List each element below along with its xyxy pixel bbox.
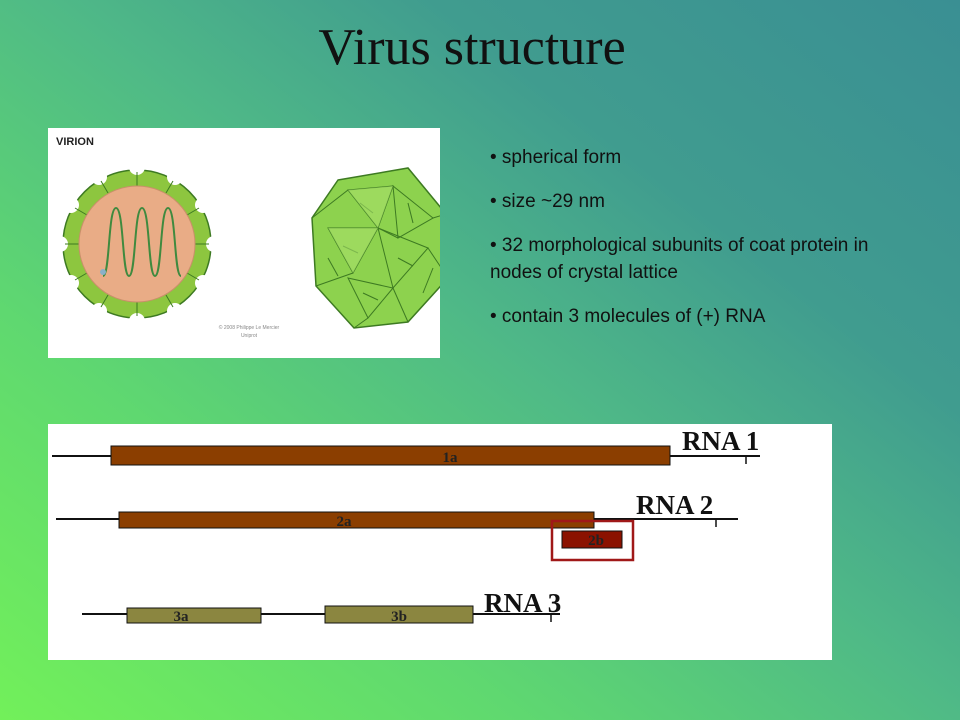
- orf-3a-bar: [126, 607, 262, 624]
- orf-3a-label: 3a: [174, 609, 190, 625]
- bullet-item: • size ~29 nm: [490, 191, 605, 212]
- image-credit: © 2008 Philippe Le Mercier Uniprot: [218, 325, 280, 339]
- orf-2a-label: 2a: [337, 514, 353, 530]
- rna3-label: RNA 3: [484, 588, 561, 618]
- capsid-icosahedron: [311, 167, 440, 329]
- virion-image: VIRION: [48, 128, 440, 358]
- rna1-segment: 1a RNA 1: [52, 426, 760, 466]
- virion-illustration: [52, 159, 440, 329]
- bullet-item: • contain 3 molecules of (+) RNA: [490, 306, 766, 327]
- rna-genome-diagram: 1a RNA 1 2a 2b RNA 2 3a 3b RNA 3: [48, 424, 832, 660]
- orf-3b-label: 3b: [391, 609, 407, 625]
- rna2-label: RNA 2: [636, 490, 713, 520]
- orf-3b-bar: [324, 605, 474, 624]
- rna1-label: RNA 1: [682, 426, 759, 456]
- orf-1a-label: 1a: [443, 450, 459, 466]
- virion-label: VIRION: [56, 136, 94, 148]
- orf-2b-bar: [561, 530, 623, 549]
- orf-2b-highlight-box: [550, 519, 635, 562]
- bullet-list: • spherical form • size ~29 nm • 32 morp…: [490, 144, 890, 347]
- bullet-item: • spherical form: [490, 147, 622, 168]
- orf-2a-bar: [118, 511, 595, 529]
- virion-cross-section: [52, 159, 222, 329]
- rna3-segment: 3a 3b RNA 3: [82, 588, 561, 625]
- rna2-segment: 2a 2b RNA 2: [56, 490, 738, 562]
- slide-title: Virus structure: [318, 19, 626, 76]
- bullet-item: • 32 morphological subunits of coat prot…: [490, 235, 869, 283]
- orf-2b-label: 2b: [588, 533, 604, 549]
- orf-1a-bar: [110, 445, 671, 466]
